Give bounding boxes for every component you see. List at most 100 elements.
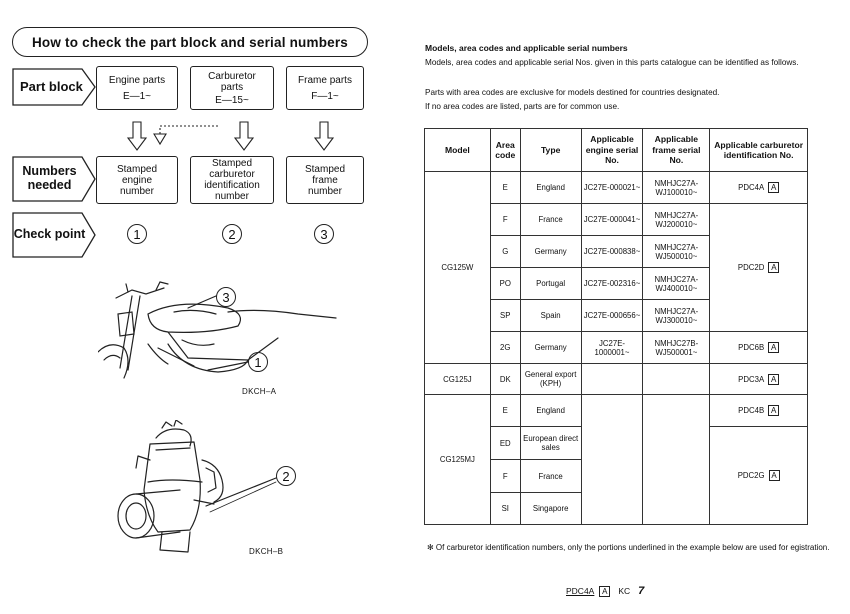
carburetor-illustration	[117, 420, 277, 553]
area-cell: PO	[489, 267, 521, 300]
figure-b-label: DKCH–B	[249, 547, 284, 556]
boxed-a-mark: A	[768, 182, 780, 193]
header-model: Model	[424, 128, 491, 172]
frame-parts-box: Frame parts F—1~	[286, 66, 364, 110]
engine-serial-cell: JC27E-000656~	[580, 299, 644, 332]
area-cell: SI	[489, 492, 521, 525]
page-title: How to check the part block and serial n…	[12, 27, 368, 57]
carburetor-parts-name: Carburetor parts	[208, 70, 256, 93]
part-block-tag-shape	[12, 68, 96, 106]
engine-serial-cell: JC27E-000021~	[580, 171, 644, 204]
model-cell: CG125J	[424, 363, 491, 395]
engine-serial-cell: JC27E-1000001~	[580, 331, 644, 364]
type-cell: General export (KPH)	[519, 363, 582, 395]
area-cell: G	[489, 235, 521, 268]
frame-parts-name: Frame parts	[298, 74, 352, 86]
example-digit: 7	[638, 585, 645, 597]
check-point-3: 3	[314, 224, 334, 244]
footnote: ✻ Of carburetor identification numbers, …	[427, 543, 830, 552]
area-cell: E	[489, 394, 521, 427]
header-area-code: Area code	[489, 128, 521, 172]
engine-number-box: Stamped engine number	[96, 156, 178, 204]
down-arrow-icon	[233, 121, 255, 151]
frame-serial-cell	[642, 394, 711, 525]
intro-paragraph-2: Parts with area codes are exclusive for …	[425, 88, 720, 97]
engine-serial-cell: JC27E-000041~	[580, 203, 644, 236]
area-cell: E	[489, 171, 521, 204]
boxed-a-mark: A	[768, 470, 780, 481]
model-cell: CG125MJ	[424, 394, 491, 525]
type-cell: France	[519, 459, 582, 493]
boxed-a-mark: A	[768, 405, 780, 416]
table-row: CG125W E England JC27E-000021~ NMHJC27A-…	[424, 171, 808, 364]
header-carburetor-id: Applicable carburetor identification No.	[709, 128, 808, 172]
intro-paragraph-3: If no area codes are listed, parts are f…	[425, 102, 620, 111]
frame-serial-cell	[642, 363, 711, 395]
area-cell: DK	[489, 363, 521, 395]
intro-paragraph-1: Models, area codes and applicable serial…	[425, 58, 799, 67]
check-point-tag-shape	[12, 212, 96, 258]
example-code: PDC4A A KC 7	[566, 585, 644, 597]
down-arrow-icon	[313, 121, 335, 151]
frame-number-text: Stamped frame number	[304, 163, 346, 197]
carb-id-text: PDC4A	[738, 183, 765, 192]
carb-id-text: PDC6B	[738, 343, 765, 352]
example-code-text: PDC4A	[566, 586, 595, 596]
carb-id-text: PDC4B	[738, 406, 765, 415]
frame-serial-cell: NMHJC27A-WJ400010~	[642, 267, 711, 300]
down-arrow-icon	[126, 121, 148, 151]
area-cell: 2G	[489, 331, 521, 364]
boxed-a-mark: A	[768, 373, 780, 385]
carburetor-parts-code: E—15~	[215, 94, 249, 106]
type-cell: England	[519, 171, 582, 204]
engine-parts-code: E—1~	[122, 90, 152, 102]
engine-parts-box: Engine parts E—1~	[96, 66, 178, 110]
flow-arrows	[126, 121, 335, 151]
type-cell: Singapore	[519, 492, 582, 525]
engine-serial-cell	[580, 363, 644, 395]
carb-id-text: PDC2G	[737, 471, 765, 480]
model-cell: CG125W	[424, 171, 491, 364]
engine-parts-name: Engine parts	[108, 74, 166, 86]
boxed-a-mark: A	[768, 262, 780, 273]
check-point-1: 1	[127, 224, 147, 244]
table-row: F France	[425, 459, 808, 493]
frame-serial-cell: NMHJC27A-WJ100010~	[642, 171, 711, 204]
table-row: F France JC27E-000041~ NMHJC27A-WJ200010…	[425, 203, 808, 332]
type-cell: Portugal	[519, 267, 582, 300]
frame-parts-code: F—1~	[311, 90, 339, 102]
carb-id-text: PDC2D	[737, 263, 765, 272]
serial-number-table: Model Area code Type Applicable engine s…	[424, 128, 808, 525]
table-header-row: Model Area code Type Applicable engine s…	[424, 128, 808, 172]
table-row: SI Singapore	[425, 492, 808, 525]
carburetor-number-text: Stamped carburetor identification number	[204, 158, 260, 202]
type-cell: Germany	[519, 331, 582, 364]
area-cell: F	[489, 459, 521, 493]
type-cell: France	[519, 203, 582, 236]
boxed-a-mark: A	[599, 585, 611, 597]
area-cell: F	[489, 203, 521, 236]
figure-b-callout-2: 2	[276, 466, 296, 486]
frame-serial-cell: NMHJC27A-WJ500010~	[642, 235, 711, 268]
frame-serial-cell: NMHJC27A-WJ200010~	[642, 203, 711, 236]
table-row: SP Spain JC27E-000656~ NMHJC27A-WJ300010…	[425, 299, 808, 332]
type-cell: Germany	[519, 235, 582, 268]
numbers-needed-label: Numbers needed	[22, 164, 77, 192]
numbers-needed-tag-shape	[12, 156, 96, 202]
example-suffix: KC	[618, 586, 631, 596]
engine-serial-cell: JC27E-002316~	[580, 267, 644, 300]
part-block-label: Part block	[20, 78, 83, 94]
engine-number-text: Stamped engine number	[116, 163, 158, 197]
section-heading: Models, area codes and applicable serial…	[425, 43, 628, 53]
type-cell: England	[519, 394, 582, 427]
header-frame-serial: Applicable frame serial No.	[642, 128, 711, 172]
frame-serial-cell: NMHJC27B-WJ500001~	[642, 331, 711, 364]
